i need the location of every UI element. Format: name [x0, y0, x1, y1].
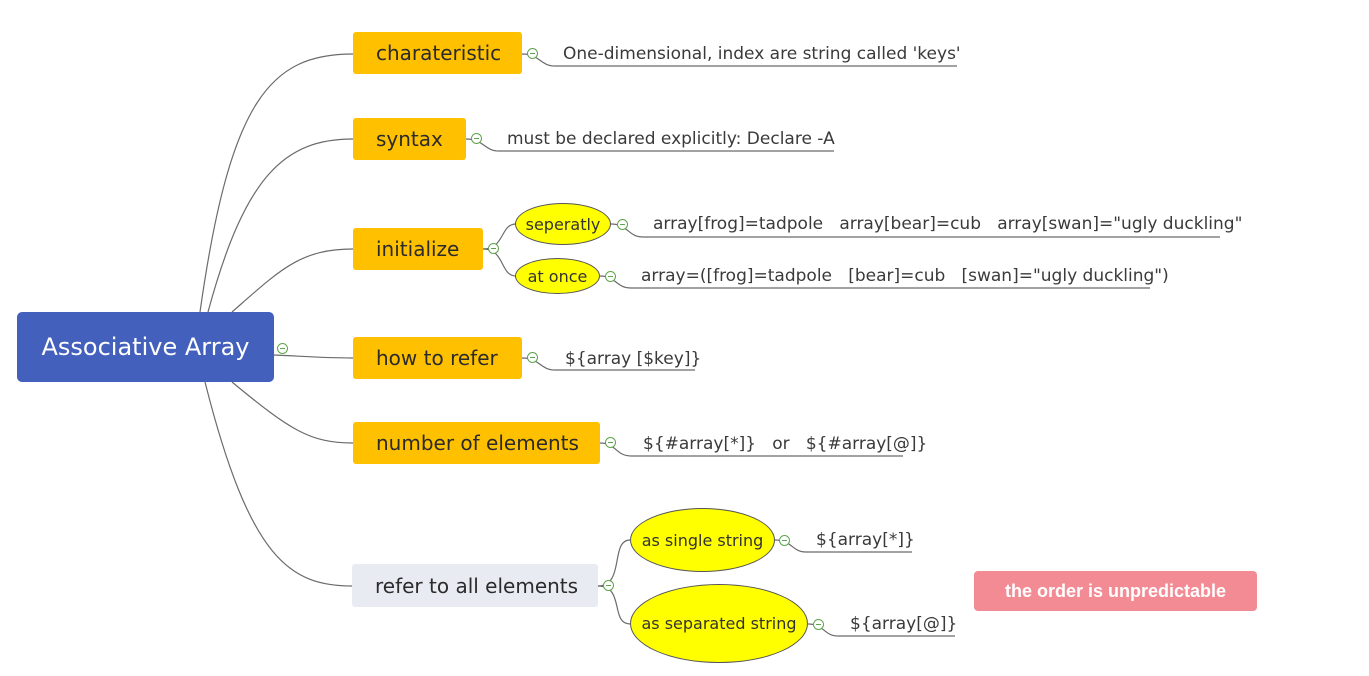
topic-number-of-elements[interactable]: number of elements: [353, 422, 600, 464]
topic-how-to-refer[interactable]: how to refer: [353, 337, 522, 379]
collapse-separated-string-icon[interactable]: [813, 619, 824, 630]
subtopic-separated-string-label: as separated string: [641, 614, 797, 633]
leaf-separated-string[interactable]: ${array[@]}: [850, 614, 958, 634]
topic-number-of-elements-label: number of elements: [376, 431, 579, 455]
collapse-syntax-icon[interactable]: [471, 133, 482, 144]
subtopic-single-string-label: as single string: [641, 530, 764, 550]
subtopic-separately-label: seperatly: [525, 214, 601, 234]
root-topic[interactable]: Associative Array: [17, 312, 274, 382]
floating-note-label: the order is unpredictable: [1004, 580, 1227, 601]
collapse-initialize-icon[interactable]: [488, 243, 499, 254]
leaf-number-of-elements[interactable]: ${#array[*]} or ${#array[@]}: [643, 434, 928, 454]
collapse-at-once-icon[interactable]: [605, 271, 616, 282]
subtopic-single-string[interactable]: as single string: [630, 508, 775, 572]
topic-charateristic[interactable]: charateristic: [353, 32, 522, 74]
collapse-number-of-elements-icon[interactable]: [605, 437, 616, 448]
leaf-single-string[interactable]: ${array[*]}: [816, 530, 915, 550]
leaf-at-once[interactable]: array=([frog]=tadpole [bear]=cub [swan]=…: [641, 266, 1169, 286]
topic-syntax-label: syntax: [376, 127, 443, 151]
subtopic-at-once-label: at once: [527, 266, 588, 286]
subtopic-at-once[interactable]: at once: [515, 258, 600, 294]
topic-syntax[interactable]: syntax: [353, 118, 466, 160]
topic-how-to-refer-label: how to refer: [376, 346, 498, 370]
leaf-charateristic[interactable]: One-dimensional, index are string called…: [563, 44, 961, 64]
collapse-charateristic-icon[interactable]: [527, 48, 538, 59]
subtopic-separated-string[interactable]: as separated string: [630, 584, 808, 663]
leaf-syntax[interactable]: must be declared explicitly: Declare -A: [507, 129, 835, 149]
collapse-root-icon[interactable]: [277, 343, 288, 354]
topic-refer-to-all-elements-label: refer to all elements: [375, 573, 579, 598]
leaf-separately[interactable]: array[frog]=tadpole array[bear]=cub arra…: [653, 214, 1243, 234]
collapse-single-string-icon[interactable]: [779, 535, 790, 546]
topic-initialize-label: initialize: [376, 237, 460, 261]
topic-initialize[interactable]: initialize: [353, 228, 483, 270]
topic-charateristic-label: charateristic: [376, 41, 502, 65]
topic-refer-to-all-elements[interactable]: refer to all elements: [352, 564, 598, 607]
subtopic-separately[interactable]: seperatly: [515, 203, 611, 245]
collapse-separately-icon[interactable]: [617, 219, 628, 230]
floating-note[interactable]: the order is unpredictable: [974, 571, 1257, 611]
root-topic-label: Associative Array: [41, 333, 250, 361]
leaf-how-to-refer[interactable]: ${array [$key]}: [565, 349, 702, 369]
collapse-how-to-refer-icon[interactable]: [527, 352, 538, 363]
collapse-refer-to-all-icon[interactable]: [603, 580, 614, 591]
